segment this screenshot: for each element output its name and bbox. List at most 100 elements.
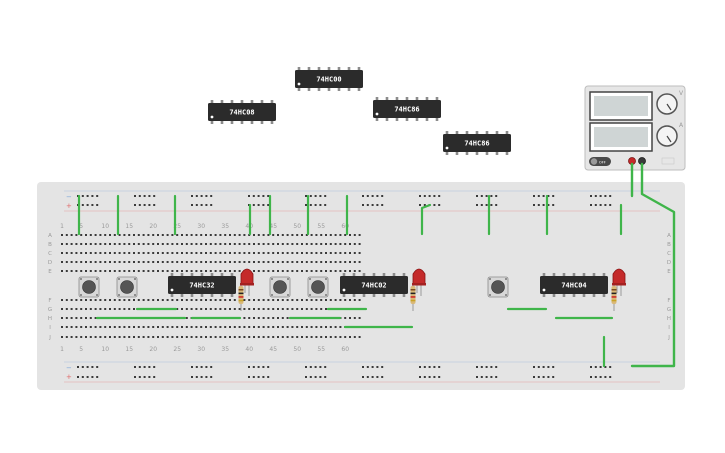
breadboard-hole[interactable]	[353, 252, 356, 254]
breadboard-hole[interactable]	[166, 234, 169, 236]
breadboard-hole[interactable]	[296, 326, 299, 328]
breadboard-hole[interactable]	[320, 308, 323, 310]
breadboard-hole[interactable]	[147, 326, 150, 328]
breadboard-hole[interactable]	[81, 366, 84, 368]
breadboard-hole[interactable]	[537, 366, 540, 368]
breadboard-hole[interactable]	[148, 376, 151, 378]
breadboard-hole[interactable]	[267, 195, 270, 197]
breadboard-hole[interactable]	[190, 326, 193, 328]
breadboard-hole[interactable]	[89, 270, 92, 272]
breadboard-hole[interactable]	[205, 252, 207, 254]
breadboard-hole[interactable]	[604, 195, 607, 197]
breadboard-hole[interactable]	[243, 326, 246, 328]
breadboard-hole[interactable]	[210, 366, 213, 368]
breadboard-hole[interactable]	[238, 261, 241, 263]
breadboard-hole[interactable]	[272, 261, 275, 263]
breadboard-hole[interactable]	[594, 195, 597, 197]
breadboard-hole[interactable]	[99, 252, 102, 254]
breadboard-hole[interactable]	[315, 270, 318, 272]
breadboard-hole[interactable]	[134, 366, 136, 368]
breadboard-hole[interactable]	[195, 261, 198, 263]
breadboard-hole[interactable]	[200, 326, 203, 328]
breadboard-hole[interactable]	[433, 366, 436, 368]
breadboard-hole[interactable]	[91, 204, 94, 206]
breadboard-hole[interactable]	[325, 270, 327, 272]
breadboard-hole[interactable]	[262, 261, 265, 263]
breadboard-hole[interactable]	[147, 252, 150, 254]
breadboard-hole[interactable]	[113, 243, 116, 245]
breadboard-hole[interactable]	[277, 308, 279, 310]
breadboard-hole[interactable]	[91, 366, 94, 368]
breadboard-hole[interactable]	[190, 299, 193, 301]
breadboard-hole[interactable]	[147, 270, 150, 272]
breadboard-hole[interactable]	[80, 270, 83, 272]
breadboard-hole[interactable]	[61, 336, 63, 338]
breadboard-hole[interactable]	[142, 261, 145, 263]
breadboard-hole[interactable]	[277, 299, 279, 301]
breadboard-hole[interactable]	[358, 243, 361, 245]
breadboard-hole[interactable]	[233, 270, 236, 272]
breadboard-hole[interactable]	[243, 252, 246, 254]
breadboard-hole[interactable]	[552, 376, 555, 378]
breadboard-hole[interactable]	[65, 326, 68, 328]
breadboard-hole[interactable]	[113, 234, 116, 236]
breadboard-hole[interactable]	[152, 270, 155, 272]
pushbuttons[interactable]	[78, 276, 509, 298]
breadboard-hole[interactable]	[224, 261, 227, 263]
breadboard-hole[interactable]	[195, 336, 198, 338]
breadboard-hole[interactable]	[118, 326, 121, 328]
breadboard-hole[interactable]	[70, 252, 73, 254]
breadboard-hole[interactable]	[109, 252, 111, 254]
breadboard-hole[interactable]	[99, 270, 102, 272]
breadboard-hole[interactable]	[137, 261, 140, 263]
breadboard-hole[interactable]	[324, 195, 327, 197]
breadboard-hole[interactable]	[94, 326, 97, 328]
breadboard-hole[interactable]	[94, 252, 97, 254]
breadboard-hole[interactable]	[267, 336, 270, 338]
breadboard-hole[interactable]	[134, 195, 136, 197]
breadboard-hole[interactable]	[476, 376, 478, 378]
breadboard-hole[interactable]	[205, 376, 208, 378]
breadboard-hole[interactable]	[80, 308, 83, 310]
breadboard-hole[interactable]	[267, 243, 270, 245]
breadboard-hole[interactable]	[590, 376, 592, 378]
resistor[interactable]	[611, 281, 617, 311]
breadboard-hole[interactable]	[301, 326, 303, 328]
breadboard-hole[interactable]	[277, 261, 279, 263]
breadboard-hole[interactable]	[423, 376, 426, 378]
breadboard-hole[interactable]	[123, 243, 126, 245]
breadboard-hole[interactable]	[104, 308, 107, 310]
breadboard-hole[interactable]	[291, 336, 294, 338]
breadboard-hole[interactable]	[315, 336, 318, 338]
breadboard-hole[interactable]	[310, 308, 313, 310]
breadboard-hole[interactable]	[200, 204, 203, 206]
breadboard-hole[interactable]	[329, 270, 332, 272]
breadboard-hole[interactable]	[195, 252, 198, 254]
breadboard-hole[interactable]	[262, 376, 265, 378]
breadboard-hole[interactable]	[243, 299, 246, 301]
breadboard-hole[interactable]	[200, 366, 203, 368]
breadboard-hole[interactable]	[296, 234, 299, 236]
breadboard-hole[interactable]	[209, 234, 212, 236]
breadboard-hole[interactable]	[229, 299, 231, 301]
breadboard-hole[interactable]	[381, 376, 384, 378]
breadboard-hole[interactable]	[423, 204, 426, 206]
breadboard-hole[interactable]	[262, 252, 265, 254]
breadboard-hole[interactable]	[89, 234, 92, 236]
breadboard-hole[interactable]	[210, 195, 213, 197]
breadboard-hole[interactable]	[272, 308, 275, 310]
breadboard-hole[interactable]	[61, 326, 63, 328]
breadboard-hole[interactable]	[171, 326, 174, 328]
breadboard-hole[interactable]	[147, 299, 150, 301]
breadboard-hole[interactable]	[128, 326, 131, 328]
breadboard-hole[interactable]	[200, 376, 203, 378]
breadboard-hole[interactable]	[281, 261, 284, 263]
breadboard-hole[interactable]	[96, 195, 99, 197]
breadboard-hole[interactable]	[476, 366, 478, 368]
breadboard-hole[interactable]	[161, 234, 164, 236]
breadboard-hole[interactable]	[195, 299, 198, 301]
breadboard-hole[interactable]	[91, 376, 94, 378]
breadboard-hole[interactable]	[80, 252, 83, 254]
breadboard-hole[interactable]	[85, 261, 87, 263]
breadboard-hole[interactable]	[70, 234, 73, 236]
